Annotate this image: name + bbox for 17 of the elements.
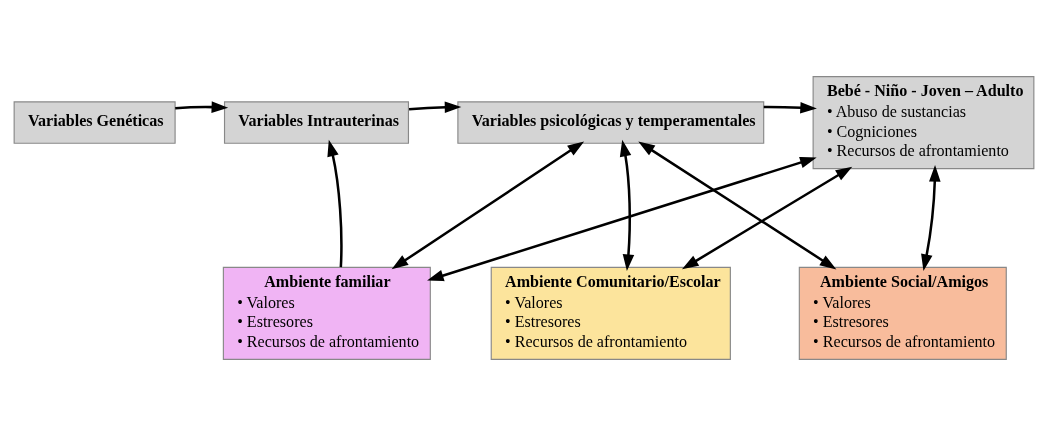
arrow	[638, 141, 837, 270]
arrow	[175, 101, 229, 113]
node-box: Variables Genéticas	[13, 101, 176, 144]
node-box: Ambiente Comunitario/Escolar • Valores • Estresores • Recursos de afrontamiento	[490, 266, 731, 360]
node-box: Variables psicológicas y temperamentales	[457, 101, 765, 144]
node-box: Variables Intrauterinas	[223, 101, 410, 144]
arrow	[408, 101, 462, 114]
arrow	[763, 101, 817, 114]
arrow	[921, 165, 941, 271]
node-box: Bebé - Niño - Joven – Adulto • Abuso de sustancias • Cogniciones • Recursos de afrontamiento	[812, 76, 1035, 170]
arrow	[327, 139, 343, 268]
arrow	[682, 166, 853, 270]
arrow	[391, 141, 585, 270]
node-box: Ambiente familiar • Valores • Estresores • Recursos de afrontamiento	[222, 266, 431, 360]
arrow	[427, 156, 817, 282]
arrow	[619, 139, 635, 271]
node-box: Ambiente Social/Amigos • Valores • Estresores • Recursos de afrontamiento	[798, 266, 1007, 360]
